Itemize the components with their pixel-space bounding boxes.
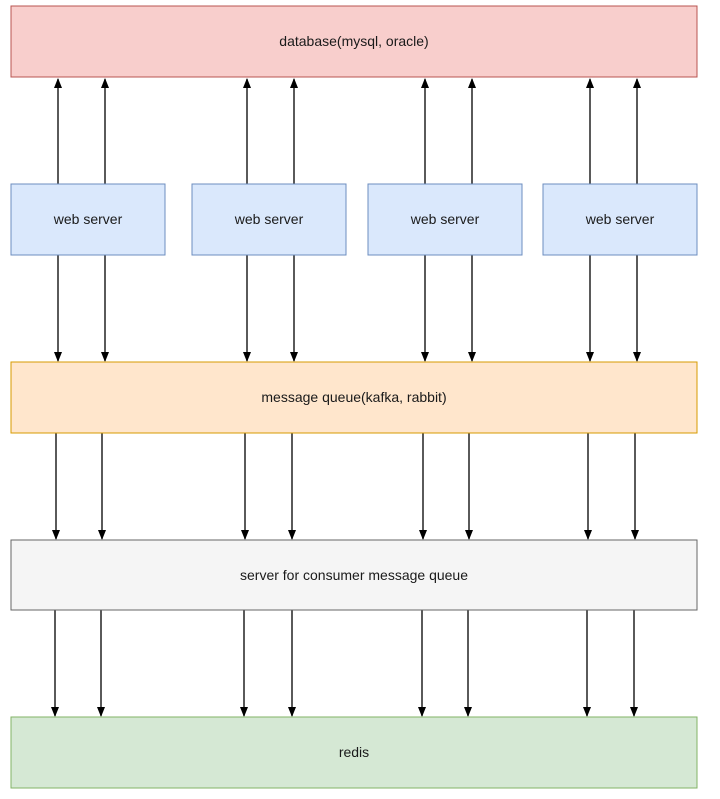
web-server-box: [542, 183, 698, 256]
web-server-box: [10, 183, 166, 256]
message-queue-label: message queue(kafka, rabbit): [261, 389, 446, 405]
web-server-node-4[interactable]: web server: [542, 183, 698, 256]
consumer-server-box: [10, 539, 698, 611]
web-server-label: web server: [53, 211, 123, 227]
web-server-label: web server: [410, 211, 480, 227]
web-server-node-2[interactable]: web server: [191, 183, 347, 256]
redis-box: [10, 716, 698, 789]
redis-label: redis: [339, 744, 369, 760]
consumer-server-node[interactable]: server for consumer message queue: [10, 539, 698, 611]
message-queue-box: [10, 361, 698, 434]
message-queue-node[interactable]: message queue(kafka, rabbit): [10, 361, 698, 434]
connector-layer: [51, 78, 641, 717]
database-node[interactable]: database(mysql, oracle): [10, 5, 698, 78]
web-server-box: [367, 183, 523, 256]
database-box: [10, 5, 698, 78]
web-server-node-1[interactable]: web server: [10, 183, 166, 256]
web-server-node-3[interactable]: web server: [367, 183, 523, 256]
database-label: database(mysql, oracle): [279, 33, 428, 49]
consumer-server-label: server for consumer message queue: [240, 567, 468, 583]
web-server-label: web server: [234, 211, 304, 227]
redis-node[interactable]: redis: [10, 716, 698, 789]
web-server-box: [191, 183, 347, 256]
web-server-label: web server: [585, 211, 655, 227]
